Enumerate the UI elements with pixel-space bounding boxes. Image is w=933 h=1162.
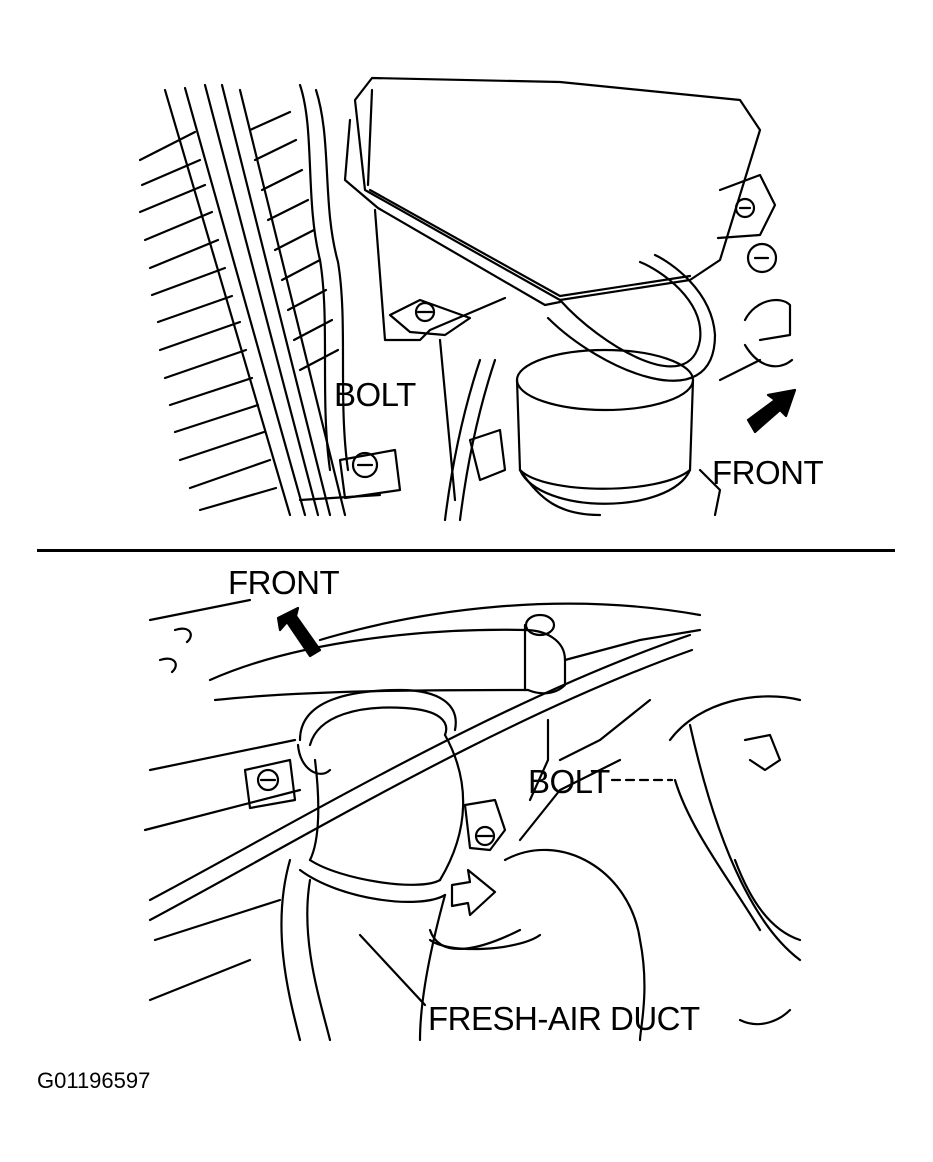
front-label-top: FRONT bbox=[712, 454, 824, 491]
front-arrow-bottom bbox=[276, 606, 322, 658]
panel-divider bbox=[37, 549, 895, 552]
figure-id: G01196597 bbox=[37, 1068, 151, 1093]
radiator-core bbox=[138, 83, 347, 517]
bolt-label-bottom: BOLT bbox=[528, 763, 610, 800]
air-cleaner-box bbox=[343, 76, 777, 307]
top-panel-illustration bbox=[138, 76, 797, 522]
fresh-air-duct-label: FRESH-AIR DUCT bbox=[428, 1000, 700, 1037]
duct-direction-arrow bbox=[450, 868, 497, 917]
bolt-label-top: BOLT bbox=[334, 376, 416, 413]
front-label-bottom: FRONT bbox=[228, 564, 340, 601]
fresh-air-duct bbox=[280, 688, 465, 1042]
front-arrow-top bbox=[746, 388, 797, 434]
